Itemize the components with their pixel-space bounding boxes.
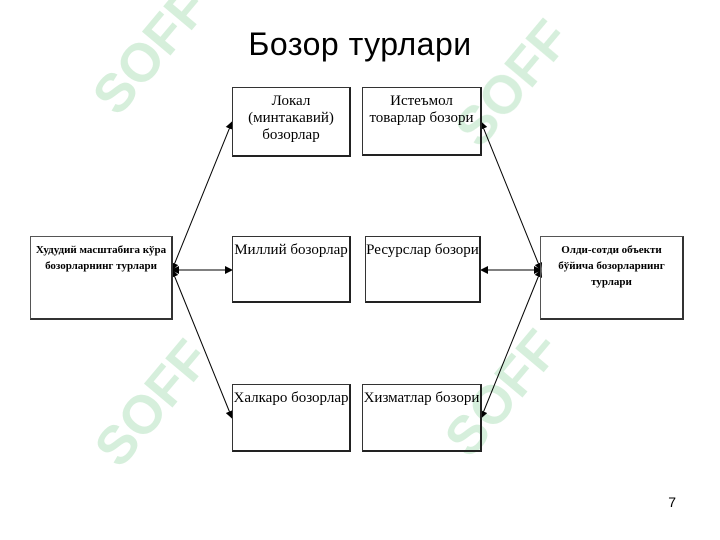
services-market-box: Хизматлар бозори [362, 384, 482, 452]
international-markets-label: Халкаро бозорлар [233, 390, 349, 406]
local-markets-label: Локал (минтакавий) бозорлар [248, 93, 334, 143]
arrow-right-bottom [479, 269, 543, 419]
trade-object-label: Олди-сотди объекти бўйича бозорларнинг т… [558, 244, 665, 288]
trade-object-box: Олди-сотди объекти бўйича бозорларнинг т… [540, 236, 684, 320]
consumer-goods-market-box: Истеъмол товарлар бозори [362, 87, 482, 156]
resources-market-box: Ресурслар бозори [365, 236, 481, 303]
arrow-right-top [479, 121, 543, 271]
resources-market-label: Ресурслар бозори [366, 242, 479, 258]
arrow-left-top [170, 121, 234, 271]
local-markets-box: Локал (минтакавий) бозорлар [232, 87, 351, 157]
arrow-left-bottom [170, 269, 234, 419]
slide-title: Бозор турлари [248, 26, 472, 62]
international-markets-box: Халкаро бозорлар [232, 384, 351, 452]
consumer-goods-market-label: Истеъмол товарлар бозори [369, 93, 474, 126]
page-number: 7 [668, 494, 676, 510]
regional-scope-box: Худудий масштабига кўра бозорларнинг тур… [30, 236, 173, 320]
national-markets-box: Миллий бозорлар [232, 236, 351, 303]
regional-scope-label: Худудий масштабига кўра бозорларнинг тур… [35, 244, 167, 272]
national-markets-label: Миллий бозорлар [234, 242, 348, 258]
services-market-label: Хизматлар бозори [363, 390, 480, 406]
